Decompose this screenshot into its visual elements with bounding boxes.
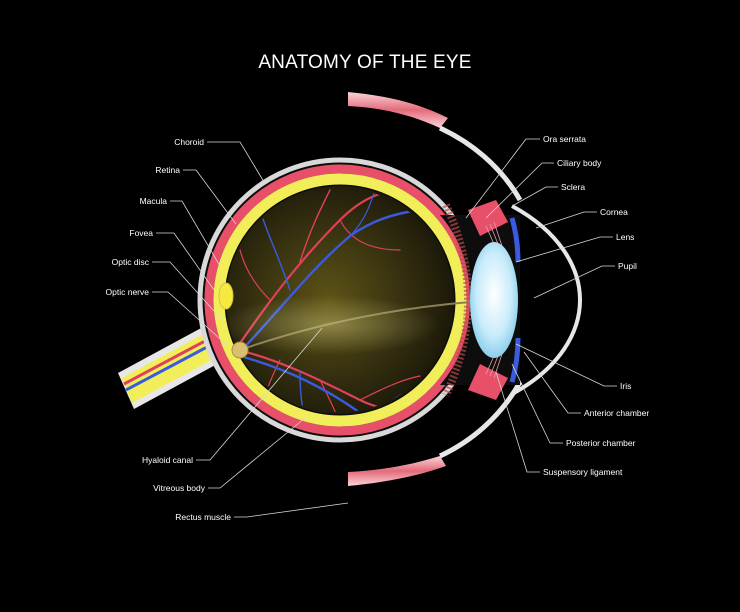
hyaloid-glow <box>220 295 440 355</box>
rectus-muscle-top <box>348 92 523 202</box>
leader-lines-left <box>152 141 349 518</box>
ciliary-body-bottom <box>468 364 508 400</box>
lens <box>470 242 518 358</box>
ora-serrata <box>442 203 473 397</box>
label-vitreous-body: Vitreous body <box>153 483 206 493</box>
label-posterior-chamber: Posterior chamber <box>566 438 636 448</box>
macula-spot <box>218 282 234 310</box>
label-pupil: Pupil <box>618 261 637 271</box>
suspensory-ligament <box>485 221 503 379</box>
cornea <box>511 204 583 396</box>
label-sclera: Sclera <box>561 182 585 192</box>
label-ora-serrata: Ora serrata <box>543 134 586 144</box>
iris-bottom <box>509 337 521 383</box>
label-anterior-chamber: Anterior chamber <box>584 408 649 418</box>
label-lens: Lens <box>616 232 634 242</box>
label-iris: Iris <box>620 381 631 391</box>
label-choroid: Choroid <box>174 137 204 147</box>
label-retina: Retina <box>155 165 180 175</box>
label-ciliary-body: Ciliary body <box>557 158 602 168</box>
label-hyaloid-canal: Hyaloid canal <box>142 455 193 465</box>
iris-top <box>509 217 521 263</box>
ciliary-body-top <box>468 200 508 236</box>
leader-lines-right <box>465 138 617 473</box>
optic-disc-spot <box>231 341 249 359</box>
label-cornea: Cornea <box>600 207 628 217</box>
label-optic-nerve: Optic nerve <box>106 287 150 297</box>
label-macula: Macula <box>140 196 168 206</box>
label-rectus-muscle: Rectus muscle <box>175 512 231 522</box>
page-title: ANATOMY OF THE EYE <box>258 52 471 73</box>
label-fovea: Fovea <box>129 228 153 238</box>
label-optic-disc: Optic disc <box>112 257 150 267</box>
label-suspensory-ligament: Suspensory ligament <box>543 467 623 477</box>
